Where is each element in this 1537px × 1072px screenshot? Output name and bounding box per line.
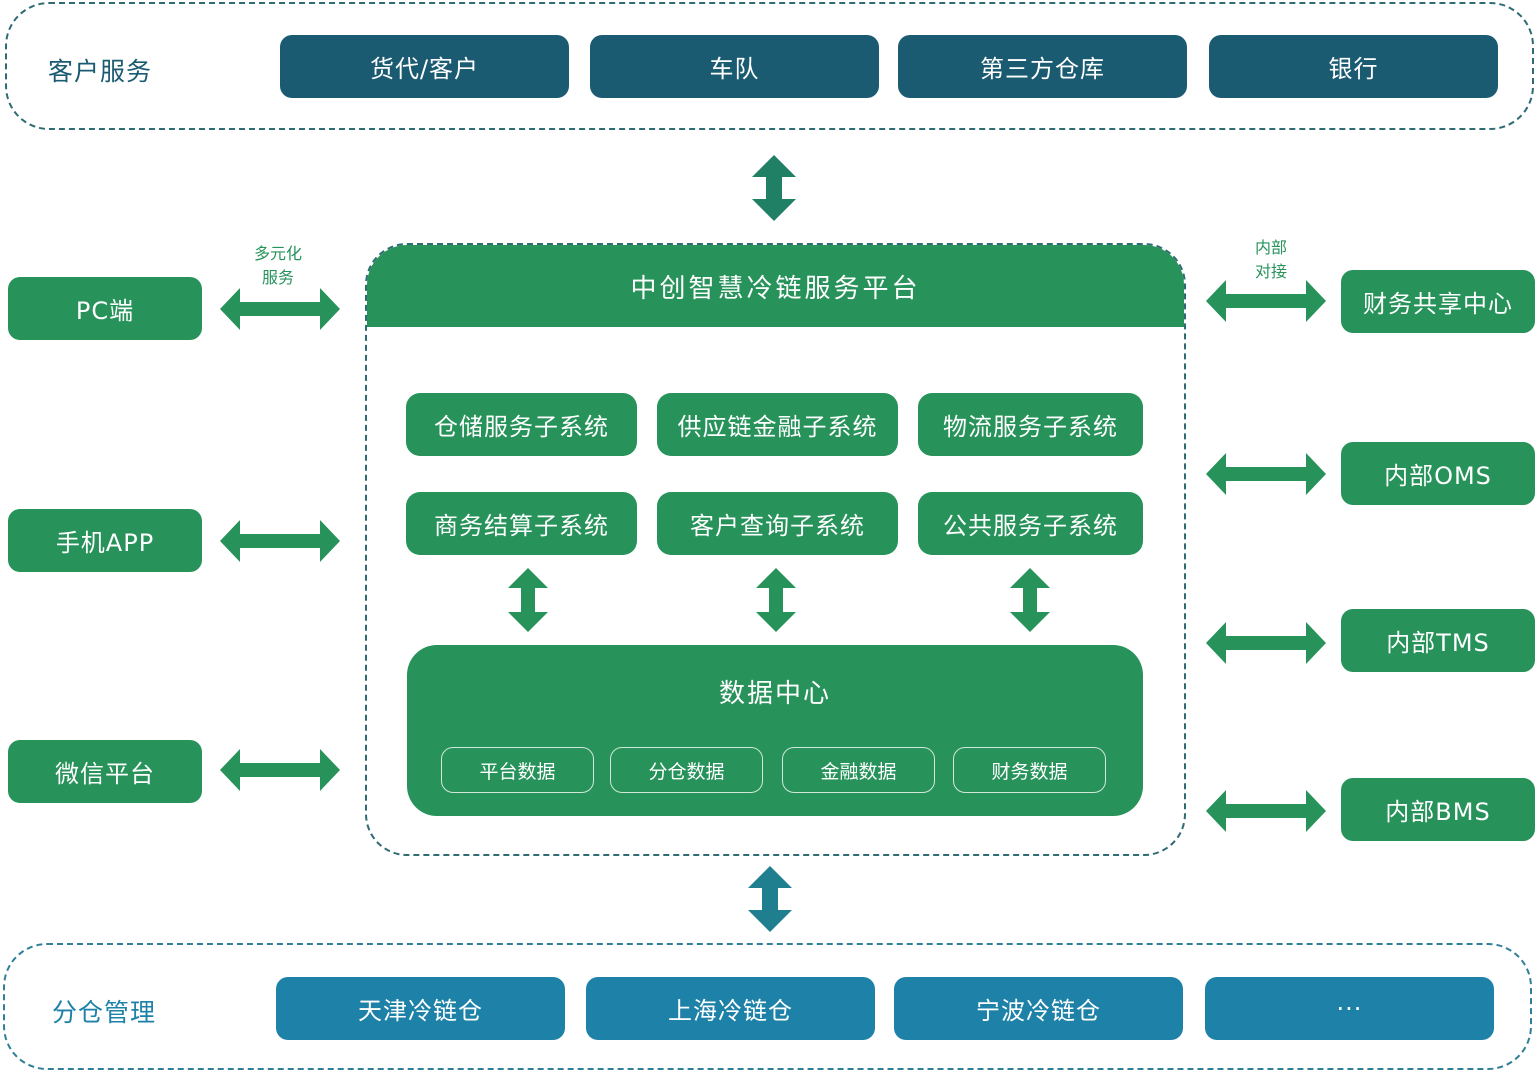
double-arrow-icon [752,155,796,221]
double-arrow-icon [1206,622,1326,664]
double-arrow-icon [220,288,340,330]
warehouse-ningbo[interactable]: 宁波冷链仓 [894,977,1183,1040]
customer-service-label: 客户服务 [48,57,153,86]
customer-item-third-party-warehouse[interactable]: 第三方仓库 [898,35,1187,98]
double-arrow-icon [1206,453,1326,495]
data-center: 数据中心 [407,645,1143,816]
double-arrow-icon [748,866,792,932]
system-internal-oms[interactable]: 内部OMS [1341,442,1535,505]
data-item-platform[interactable]: 平台数据 [441,747,594,793]
double-arrow-icon [220,749,340,791]
left-arrow-label-line1: 多元化 [253,244,302,263]
right-arrow-label-line1: 内部 [1254,238,1287,257]
channel-wechat[interactable]: 微信平台 [8,740,202,803]
system-internal-tms[interactable]: 内部TMS [1341,609,1535,672]
warehouse-management-panel [3,943,1532,1070]
customer-service-panel [5,2,1534,130]
double-arrow-icon [1206,280,1326,322]
double-arrow-icon [1206,790,1326,832]
customer-item-forwarder[interactable]: 货代/客户 [280,35,569,98]
customer-item-fleet[interactable]: 车队 [590,35,879,98]
left-arrow-label-line2: 服务 [261,268,294,287]
double-arrow-icon [1010,568,1050,632]
double-arrow-icon [756,568,796,632]
subsystem-logistics[interactable]: 物流服务子系统 [918,393,1143,456]
platform-title: 中创智慧冷链服务平台 [367,245,1184,327]
right-arrow-label-line2: 对接 [1254,262,1287,281]
left-arrow-label: 多元化 服务 [236,242,320,290]
customer-item-bank[interactable]: 银行 [1209,35,1498,98]
right-arrow-label: 内部 对接 [1234,236,1308,284]
subsystem-business-settlement[interactable]: 商务结算子系统 [406,492,637,555]
channel-mobile-app[interactable]: 手机APP [8,509,202,572]
warehouse-tianjin[interactable]: 天津冷链仓 [276,977,565,1040]
system-finance-shared-center[interactable]: 财务共享中心 [1341,270,1535,333]
subsystem-customer-query[interactable]: 客户查询子系统 [657,492,898,555]
data-item-accounting[interactable]: 财务数据 [953,747,1106,793]
warehouse-management-label: 分仓管理 [52,998,157,1027]
channel-pc[interactable]: PC端 [8,277,202,340]
data-center-title: 数据中心 [718,679,831,709]
warehouse-shanghai[interactable]: 上海冷链仓 [586,977,875,1040]
double-arrow-icon [220,520,340,562]
subsystem-warehouse[interactable]: 仓储服务子系统 [406,393,637,456]
data-item-finance[interactable]: 金融数据 [782,747,935,793]
subsystem-supply-chain-finance[interactable]: 供应链金融子系统 [657,393,898,456]
subsystem-public-service[interactable]: 公共服务子系统 [918,492,1143,555]
system-internal-bms[interactable]: 内部BMS [1341,778,1535,841]
platform-panel: 中创智慧冷链服务平台 [365,243,1186,856]
warehouse-more[interactable]: ··· [1205,977,1494,1040]
double-arrow-icon [508,568,548,632]
data-item-warehouse[interactable]: 分仓数据 [610,747,763,793]
